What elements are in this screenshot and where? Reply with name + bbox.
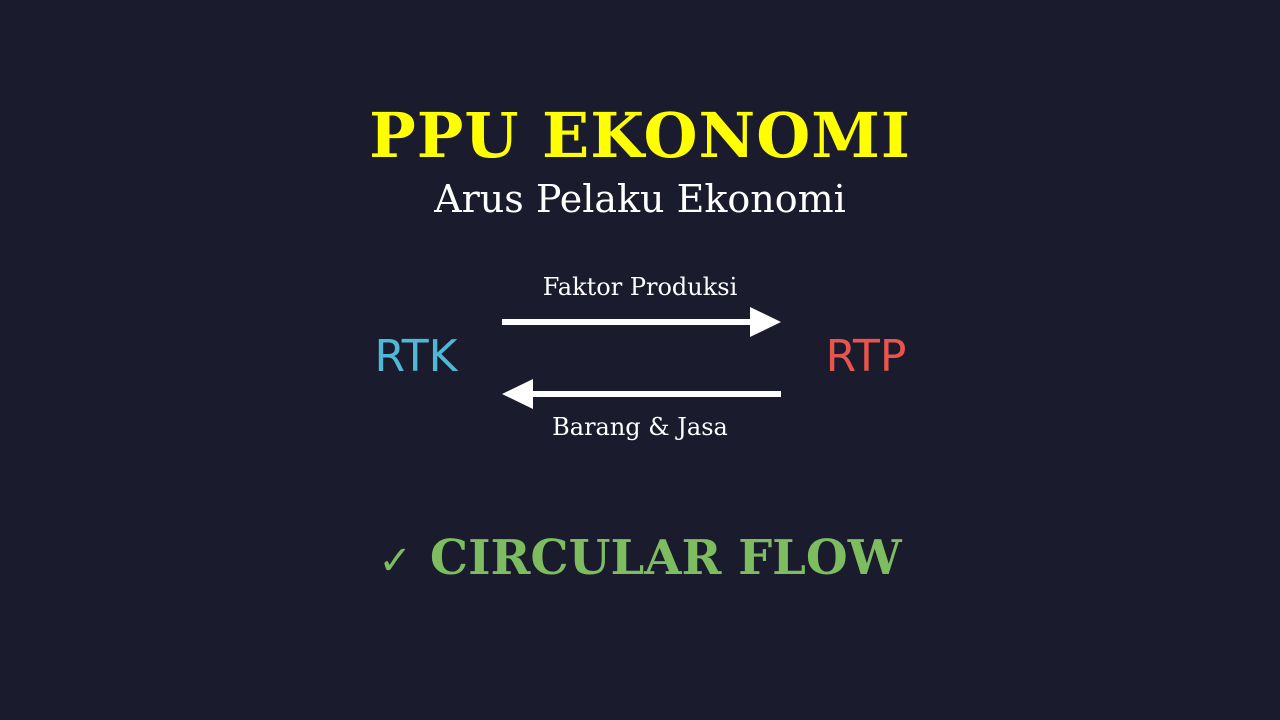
slide-subtitle: Arus Pelaku Ekonomi	[434, 177, 846, 221]
top-arrow-label: Faktor Produksi	[542, 273, 738, 301]
bottom-arrow-label: Barang & Jasa	[552, 413, 728, 441]
conclusion-text: CIRCULAR FLOW	[429, 530, 902, 586]
slide-title: PPU EKONOMI	[369, 99, 911, 172]
rtp-node: RTP	[825, 331, 907, 382]
rtk-node: RTK	[374, 331, 458, 382]
left-arrow-icon	[502, 379, 781, 409]
right-arrow-icon	[502, 307, 781, 337]
conclusion-line: ✓ CIRCULAR FLOW	[0, 528, 1280, 591]
checkmark-icon: ✓	[378, 538, 412, 584]
